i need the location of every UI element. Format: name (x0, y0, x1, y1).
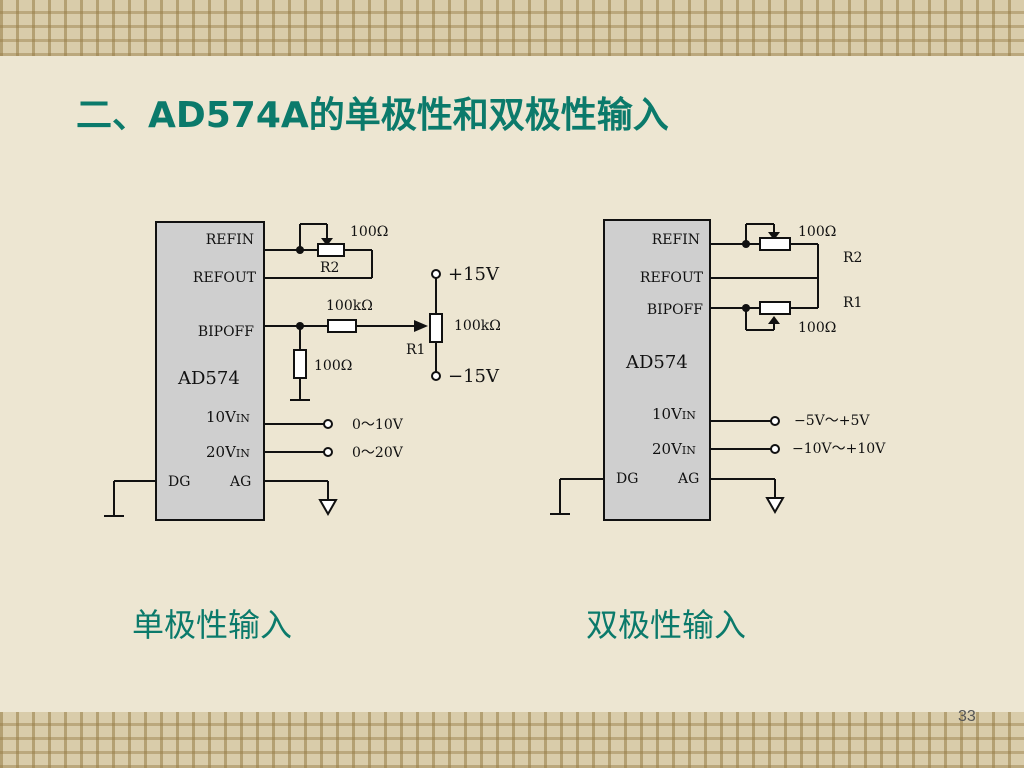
bipolar-pin-10v: 10VIN (652, 405, 696, 423)
unipolar-r1-pot (429, 313, 443, 343)
unipolar-r1-wiper-arrow (414, 320, 428, 332)
unipolar-circuit (104, 221, 443, 521)
unipolar-range-10: 0～10V (352, 417, 404, 433)
unipolar-minus15-label: −15V (448, 366, 500, 387)
unipolar-junction-refin (296, 246, 304, 254)
bipolar-chip (603, 219, 711, 521)
bipolar-range-20: −10V～+10V (792, 441, 886, 457)
page-number: 33 (958, 708, 976, 725)
unipolar-chip-name: AD574 (177, 368, 240, 389)
bipolar-r2-wiper-arrow (768, 232, 780, 240)
bipolar-pin-ag: AG (677, 471, 699, 487)
bipolar-pin-20v: 20VIN (652, 440, 696, 458)
unipolar-r1-name: R1 (406, 342, 425, 358)
decorative-bottom-border (0, 712, 1024, 768)
unipolar-r1-value: 100kΩ (454, 318, 501, 334)
bipolar-junction-bipoff (742, 304, 750, 312)
unipolar-shunt-value: 100Ω (314, 358, 352, 374)
unipolar-r2-value: 100Ω (350, 224, 388, 240)
unipolar-r2-name: R2 (320, 260, 339, 276)
unipolar-pin-refout: REFOUT (193, 270, 257, 286)
bipolar-ground-icon (765, 497, 785, 515)
unipolar-r2-resistor (317, 243, 345, 257)
decorative-top-border (0, 0, 1024, 56)
unipolar-20v-terminal (323, 447, 333, 457)
unipolar-plus15-terminal (431, 269, 441, 279)
unipolar-range-20: 0～20V (352, 445, 404, 461)
bipolar-r2-value: 100Ω (798, 224, 836, 240)
unipolar-pin-20v: 20VIN (206, 443, 250, 461)
bipolar-20v-terminal (770, 444, 780, 454)
bipolar-pin-dg: DG (616, 471, 638, 487)
unipolar-series-resistor (327, 319, 357, 333)
unipolar-shunt-resistor (293, 349, 307, 379)
bipolar-pin-refout: REFOUT (640, 270, 704, 286)
slide-title: 二、AD574A的单极性和双极性输入 (76, 95, 669, 136)
bipolar-r2-name: R2 (843, 250, 862, 266)
bipolar-10v-terminal (770, 416, 780, 426)
unipolar-pin-refin: REFIN (206, 232, 254, 248)
bipolar-r1-resistor (759, 301, 791, 315)
unipolar-plus15-label: +15V (448, 264, 500, 285)
unipolar-r2-wiper-arrow (321, 238, 333, 246)
bipolar-r1-wiper-arrow (768, 316, 780, 324)
unipolar-ground-icon (318, 499, 338, 517)
unipolar-pin-dg: DG (168, 474, 190, 490)
unipolar-caption: 单极性输入 (132, 606, 293, 644)
bipolar-junction-refin (742, 240, 750, 248)
bipolar-r1-value: 100Ω (798, 320, 836, 336)
bipolar-r1-name: R1 (843, 295, 862, 311)
bipolar-range-10: −5V～+5V (794, 413, 870, 429)
unipolar-chip (155, 221, 265, 521)
unipolar-pin-bipoff: BIPOFF (198, 324, 254, 340)
bipolar-labels: REFIN REFOUT BIPOFF AD574 10VIN 20VIN DG… (616, 224, 886, 487)
bipolar-circuit (550, 219, 819, 521)
unipolar-minus15-terminal (431, 371, 441, 381)
unipolar-labels: REFIN REFOUT BIPOFF AD574 10VIN 20VIN DG… (168, 224, 501, 490)
bipolar-pin-bipoff: BIPOFF (647, 302, 703, 318)
bipolar-caption: 双极性输入 (586, 606, 747, 644)
unipolar-pin-ag: AG (229, 474, 251, 490)
bipolar-pin-refin: REFIN (652, 232, 700, 248)
unipolar-pin-10v: 10VIN (206, 408, 250, 426)
unipolar-series-value: 100kΩ (326, 298, 373, 314)
unipolar-10v-terminal (323, 419, 333, 429)
bipolar-r2-resistor (759, 237, 791, 251)
bipolar-chip-name: AD574 (625, 352, 688, 373)
